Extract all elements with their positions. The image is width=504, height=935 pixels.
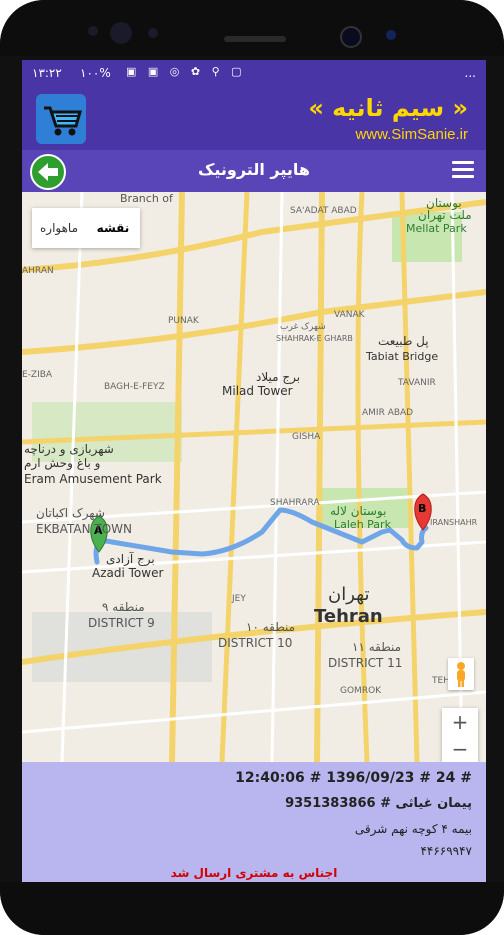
map-label: GISHA bbox=[292, 432, 321, 442]
status-bar: ۱۳:۲۲ ۱۰۰% ▣ ▣ ◎ ✿ ⚲ ▢ ... bbox=[22, 60, 486, 88]
map-label: تهران bbox=[328, 584, 370, 605]
customer-name-phone: پیمان غیاثی # 9351383866 bbox=[285, 796, 472, 811]
street-view-pegman-icon[interactable] bbox=[448, 658, 474, 690]
map-label: TEHI bbox=[432, 676, 453, 686]
marker-b-label[interactable]: B bbox=[418, 502, 427, 515]
marker-a-label[interactable]: A bbox=[94, 524, 103, 537]
map-label: Tehran bbox=[314, 606, 383, 627]
map-label: برج آزادی bbox=[106, 552, 155, 566]
map-label: منطقه ۱۱ bbox=[352, 640, 402, 654]
satellite-toggle[interactable]: ماهواره bbox=[39, 221, 79, 235]
map-label: SA'ADAT ABAD bbox=[290, 206, 357, 216]
app-screen: ۱۳:۲۲ ۱۰۰% ▣ ▣ ◎ ✿ ⚲ ▢ ... « سیم ثانیه »… bbox=[22, 60, 486, 882]
status-right: ... bbox=[464, 66, 476, 80]
back-button[interactable] bbox=[30, 154, 66, 190]
page-title: هایپر الترونیک bbox=[197, 160, 310, 179]
map-label: EKBATAN TOWN bbox=[36, 522, 132, 536]
map-label: شهرک غرب bbox=[280, 322, 326, 332]
map-label: شهربازی و درناچه bbox=[24, 442, 114, 456]
map-label: و باغ وحش ارم bbox=[24, 456, 101, 470]
map-label: ملت تهران bbox=[418, 208, 472, 222]
map-label: DISTRICT 9 bbox=[88, 616, 155, 630]
map-type-toggle: ماهواره نقشه bbox=[32, 208, 140, 248]
nav-bar: هایپر الترونیک bbox=[22, 150, 486, 192]
map-label: Mellat Park bbox=[406, 222, 467, 235]
map-label: BAGH-E-FEYZ bbox=[104, 382, 165, 392]
map-label: Azadi Tower bbox=[92, 566, 164, 580]
map-label: PUNAK bbox=[168, 316, 199, 326]
brand-header: « سیم ثانیه » www.SimSanie.ir bbox=[22, 88, 486, 150]
status-time: ۱۳:۲۲ bbox=[32, 66, 62, 80]
customer-address: بیمه ۴ کوچه نهم شرقی bbox=[354, 822, 472, 836]
customer-code: ۴۴۶۶۹۹۴۷ bbox=[420, 844, 472, 858]
sensor-icon bbox=[88, 26, 98, 36]
map-label: منطقه ۹ bbox=[102, 600, 145, 614]
order-info-panel: 12:40:06 # 1396/09/23 # 24 # پیمان غیاثی… bbox=[22, 762, 486, 882]
map-label: پل طبیعت bbox=[378, 334, 429, 348]
map-label: JEY bbox=[232, 594, 246, 604]
sensor-icon bbox=[148, 28, 158, 38]
map-label: شهرک اکباتان bbox=[36, 506, 105, 520]
arrow-left-icon bbox=[38, 163, 58, 181]
phone-bottom-bezel bbox=[0, 882, 504, 935]
brand-title: « سیم ثانیه » bbox=[308, 94, 468, 122]
map-label: بوستان bbox=[426, 196, 462, 210]
status-icons: ▣ ▣ ◎ ✿ ⚲ ▢ bbox=[126, 65, 246, 78]
map-label: SHAHRARA bbox=[270, 498, 320, 508]
map-label: بوستان لاله bbox=[330, 504, 387, 518]
map-label: E-ZIBA bbox=[22, 370, 53, 380]
zoom-in-button[interactable]: + bbox=[451, 709, 469, 734]
map-label: DISTRICT 10 bbox=[218, 636, 293, 650]
map-label: IRANSHAHR bbox=[430, 518, 478, 527]
map-label: Branch of bbox=[120, 192, 173, 205]
map-label: AMIR ABAD bbox=[362, 408, 414, 418]
map-label: Laleh Park bbox=[334, 518, 391, 531]
map-label: Tabiat Bridge bbox=[366, 350, 439, 363]
zoom-controls: + − bbox=[442, 708, 478, 762]
zoom-out-button[interactable]: − bbox=[451, 736, 469, 761]
map-canvas bbox=[22, 192, 486, 762]
phone-top-bezel bbox=[0, 0, 504, 56]
map-label: Milad Tower bbox=[222, 384, 293, 398]
battery-text: ۱۰۰% bbox=[80, 66, 111, 80]
sensor-icon bbox=[386, 30, 396, 40]
earpiece-speaker bbox=[224, 36, 286, 42]
sensor-icon bbox=[110, 22, 132, 44]
route-map[interactable]: A B Branch of بوستان ملت تهران Mellat Pa… bbox=[22, 192, 486, 762]
map-label: GOMROK bbox=[340, 686, 382, 696]
front-camera-icon bbox=[340, 26, 362, 48]
delivery-status: اجناس به مشتری ارسال شد bbox=[170, 866, 338, 880]
order-timestamp: 12:40:06 # 1396/09/23 # 24 # bbox=[235, 770, 472, 786]
map-label: AHRAN bbox=[22, 266, 54, 276]
map-label: منطقه ۱۰ bbox=[246, 620, 296, 634]
cart-logo-icon bbox=[36, 94, 86, 144]
menu-icon[interactable] bbox=[452, 161, 474, 179]
map-label: VANAK bbox=[334, 310, 365, 320]
map-toggle[interactable]: نقشه bbox=[96, 221, 130, 235]
map-label: SHAHRAK-E GHARB bbox=[276, 334, 353, 343]
map-label: DISTRICT 11 bbox=[328, 656, 403, 670]
map-label: Eram Amusement Park bbox=[24, 472, 162, 486]
brand-url[interactable]: www.SimSanie.ir bbox=[355, 126, 468, 143]
map-label: TAVANIR bbox=[398, 378, 436, 388]
map-label: برج میلاد bbox=[256, 370, 301, 384]
